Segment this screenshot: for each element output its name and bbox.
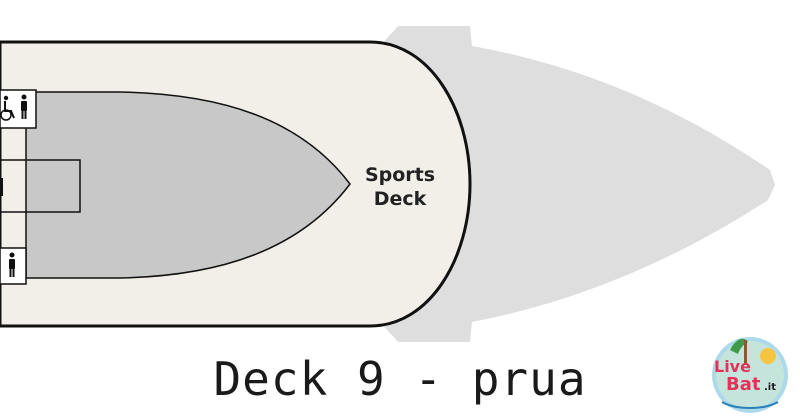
liveboat-logo: Live Bat .it <box>712 337 788 413</box>
logo-text-live: Live <box>714 357 751 376</box>
logo-text-boat: Bat <box>726 374 761 395</box>
restroom-icon <box>21 94 27 119</box>
inner-deck-area <box>25 91 351 279</box>
area-label-line2: Deck <box>374 188 427 210</box>
logo-text-domain: .it <box>764 382 776 393</box>
restroom-box-bottom <box>0 247 27 285</box>
area-label-line1: Sports <box>365 164 435 186</box>
wheelchair-icon <box>0 95 15 121</box>
deck-caption: Deck 9 - prua <box>213 352 587 406</box>
central-structure <box>0 159 81 213</box>
restroom-icon <box>9 252 15 277</box>
